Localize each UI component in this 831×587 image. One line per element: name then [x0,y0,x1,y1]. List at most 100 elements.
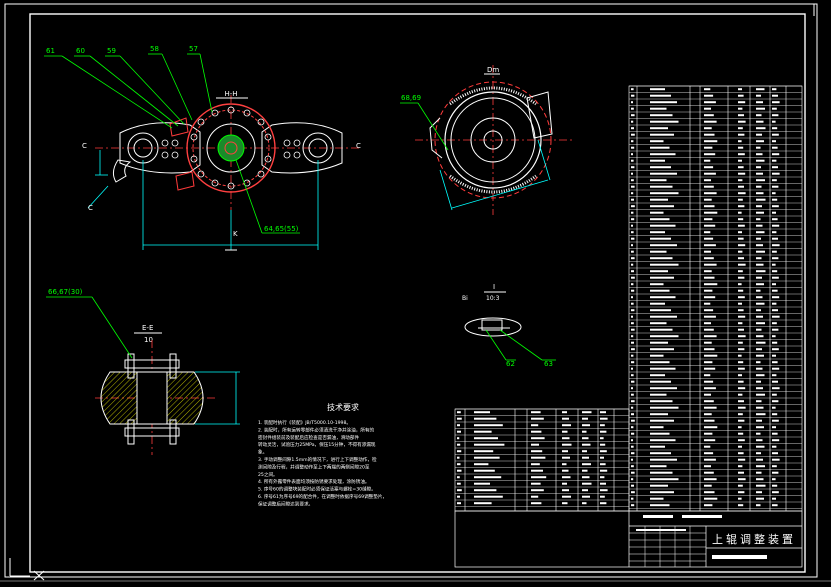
bom-cell-bar [756,127,766,130]
bom-cell-bar [756,419,762,422]
bom-cell-bar [457,430,461,433]
bom-cell-bar [474,450,494,453]
bom-cell-bar [650,211,664,214]
bom-cell-bar [772,354,776,357]
bom-cell-bar [704,445,711,448]
bom-cell-bar [738,270,743,273]
note-line: 5. 序号60的调整块装配时必须保证活塞与螺栓=30缝隙。 [258,486,376,493]
bom-cell-bar [631,484,634,487]
bom-cell-bar [738,393,743,396]
bom-cell-bar [756,211,764,214]
bom-cell-bar [756,341,766,344]
bom-cell-bar [772,374,777,377]
bom-cell-bar [756,367,763,370]
bom-cell-bar [631,114,635,117]
bom-cell-bar [704,114,714,117]
bom-cell-bar [772,348,779,351]
bom-cell-bar [457,424,460,427]
bom-cell-bar [631,237,635,240]
bom-cell-bar [704,393,711,396]
bom-cell-bar [582,482,592,485]
bom-cell-bar [650,406,679,409]
bom-cell-bar [531,502,542,505]
section-dm-label: Dm [487,66,499,74]
bom-cell-bar [704,133,715,136]
bom-cell-bar [704,159,711,162]
bom-cell-bar [631,465,634,468]
bom-cell-bar [474,489,497,492]
balloon-59: 59 [107,47,116,55]
bom-cell-bar [772,185,779,188]
bom-cell-bar [457,456,460,459]
bom-cell-bar [704,432,713,435]
bom-cell-bar [562,443,572,446]
bom-cell-bar [704,218,713,221]
bom-cell-bar [650,140,664,143]
bom-cell-bar [631,127,634,130]
bom-cell-bar [582,424,590,427]
bom-cell-bar [756,120,764,123]
bom-cell-bar [756,114,762,117]
bom-cell-bar [650,393,667,396]
bom-cell-bar [772,367,780,370]
bom-cell-bar [631,341,634,344]
bom-cell-bar [531,495,539,498]
bom-cell-bar [772,484,778,487]
bom-cell-bar [704,413,712,416]
bom-cell-bar [756,107,765,110]
bom-cell-bar [738,309,744,312]
bom-cell-bar [756,283,764,286]
bom-cell-bar [738,465,743,468]
bom-cell-bar [582,495,590,498]
bom-cell-bar [631,159,634,162]
bom-cell-bar [600,495,605,498]
bom-cell-bar [738,413,743,416]
bom-cell-bar [772,419,779,422]
bom-cell-bar [772,445,777,448]
bom-cell-bar [704,263,717,266]
bom-cell-bar [631,185,635,188]
bom-cell-bar [631,478,634,481]
bom-cell-bar [474,443,505,446]
bom-cell-bar [457,502,461,505]
bom-cell-bar [772,101,780,104]
bom-cell-bar [704,179,711,182]
bom-cell-bar [704,380,714,383]
balloon-62: 62 [506,360,515,368]
bom-cell-bar [756,426,764,429]
bom-cell-bar [772,153,780,156]
bom-cell-bar [474,437,498,440]
bom-cell-bar [582,417,588,420]
note-line: 3. 手动调整间隙1.5mm的情况下，进行上下调整动作，检 [258,456,377,463]
bom-cell-bar [631,231,634,234]
bom-cell-bar [756,289,761,292]
bom-cell-bar [562,437,570,440]
bom-cell-bar [756,244,763,247]
bom-cell-bar [631,263,634,266]
bom-cell-bar [772,107,777,110]
bom-cell-bar [631,335,634,338]
bom-cell-bar [631,445,634,448]
bom-cell-bar [738,127,743,130]
balloon-58: 58 [150,45,159,53]
bom-cell-bar [650,322,667,325]
note-line: 25之间。 [258,471,278,478]
bom-cell-bar [457,437,460,440]
bom-cell-bar [772,172,780,175]
bom-cell-bar [756,465,765,468]
bom-cell-bar [704,361,713,364]
bom-cell-bar [738,172,746,175]
mark-bi: Bi [462,295,468,302]
bom-cell-bar [772,263,776,266]
bom-cell-bar [772,478,776,481]
bom-cell-bar [772,341,778,344]
section-ee-label: E-E [142,324,153,332]
bom-cell-bar [457,443,461,446]
bom-cell-bar [631,302,634,305]
bom-cell-bar [650,504,670,507]
bom-cell-bar [738,380,744,383]
bom-cell-bar [631,94,635,97]
bom-cell-bar [738,250,743,253]
bom-cell-bar [531,456,546,459]
